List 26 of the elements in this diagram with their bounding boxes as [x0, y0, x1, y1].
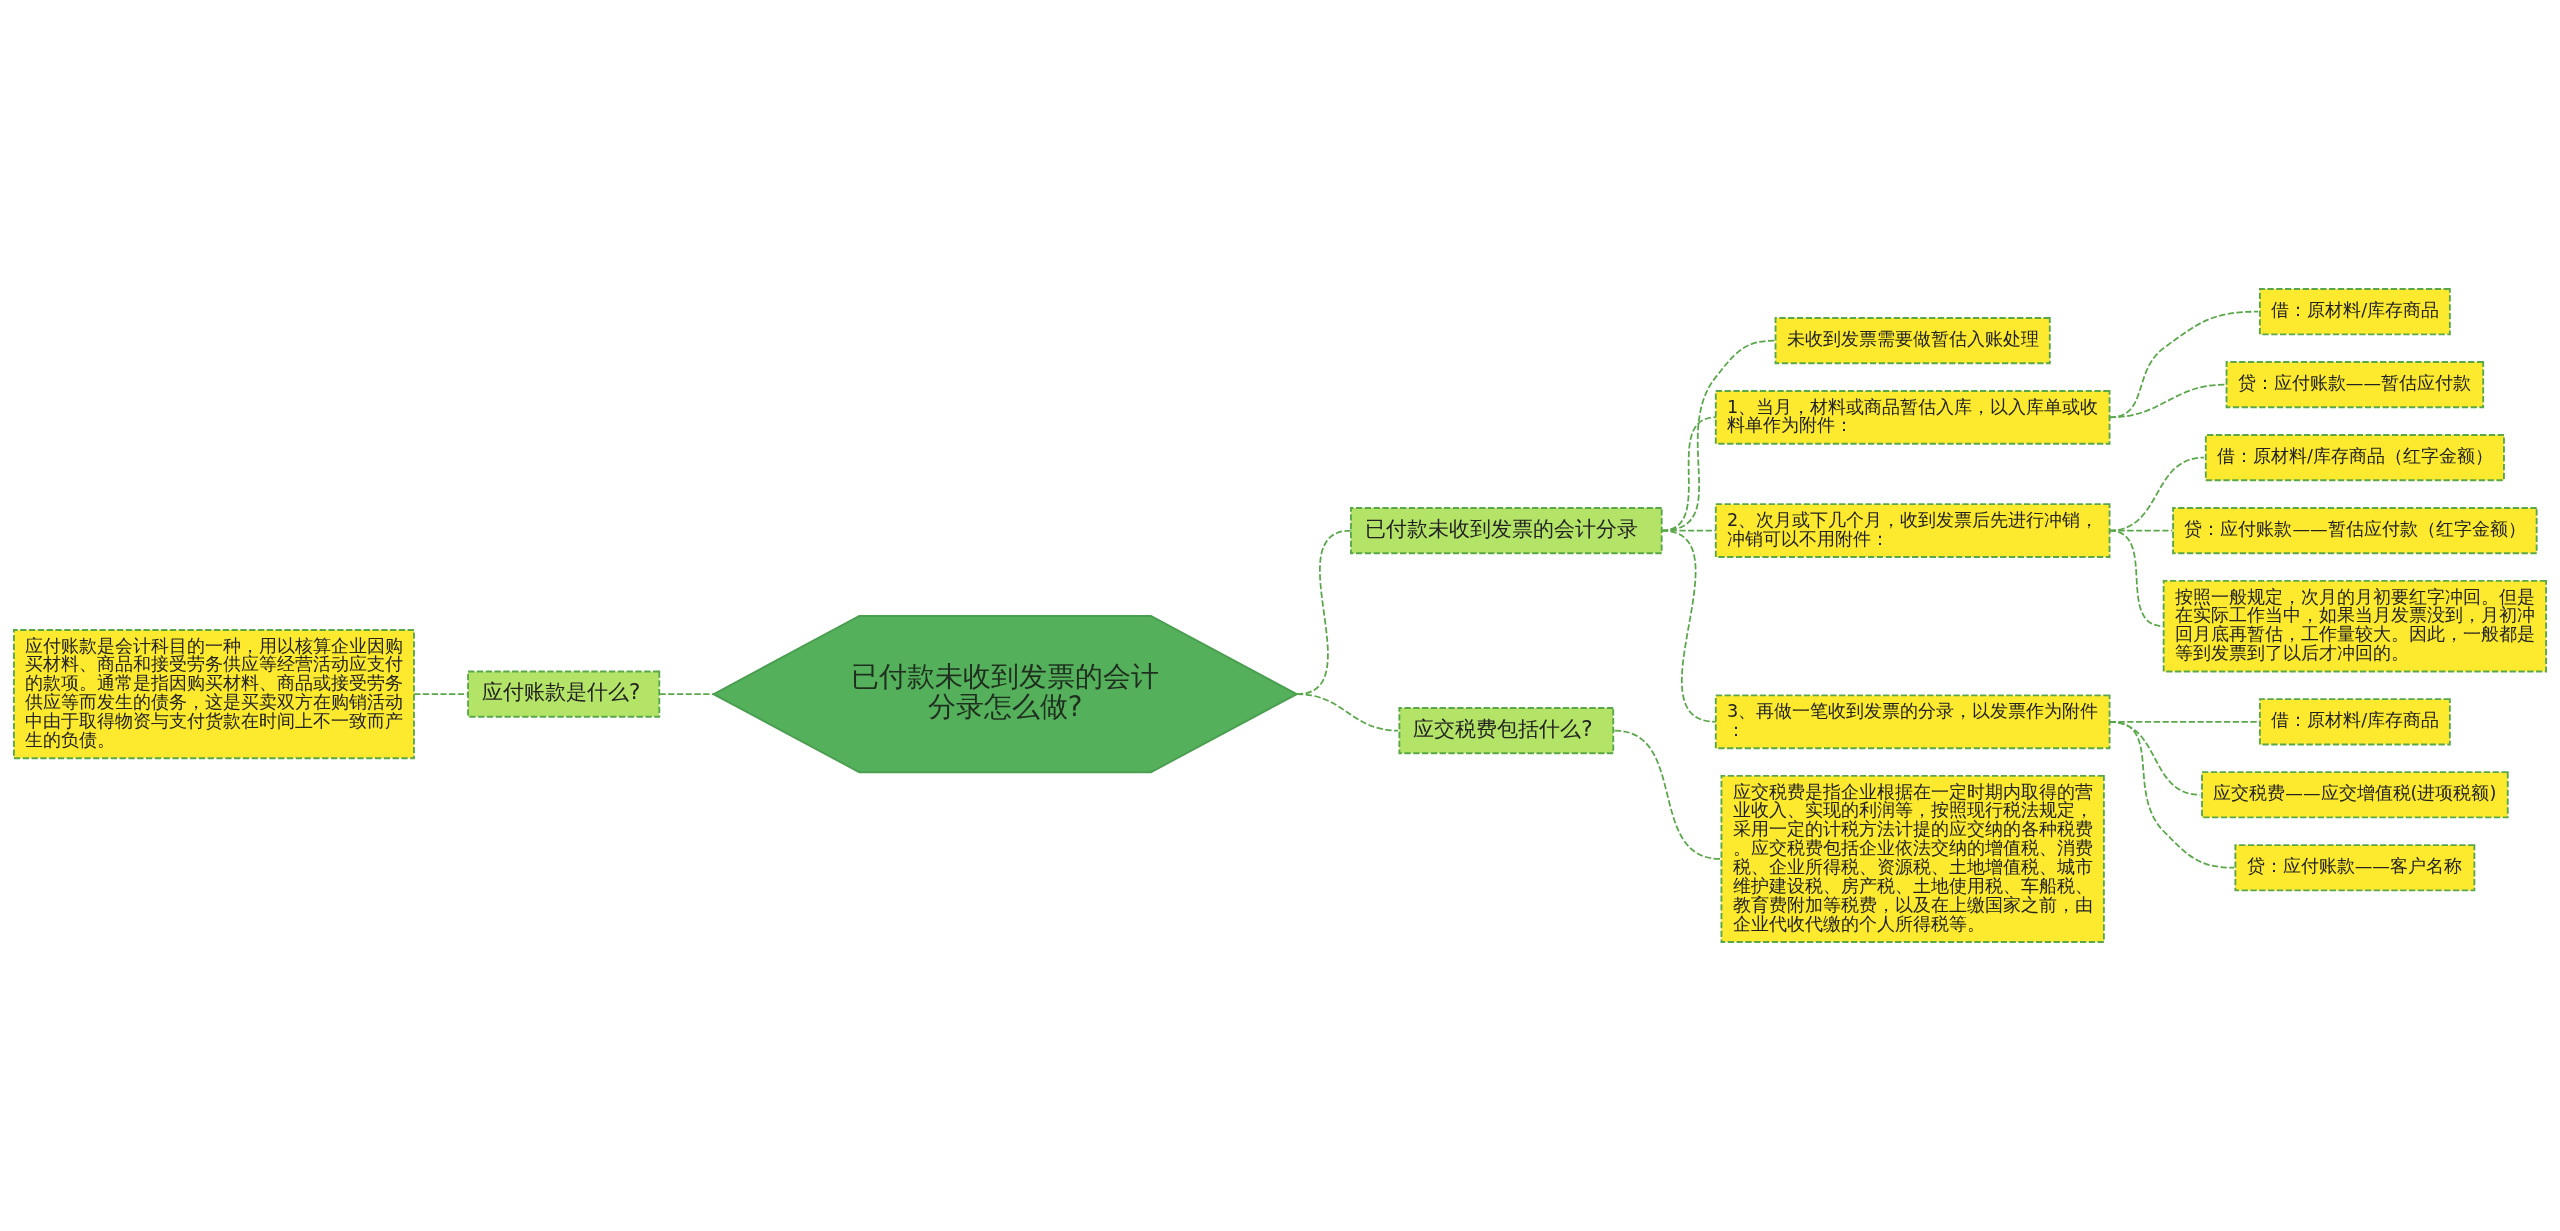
node-box: 未收到发票需要做暂估入账处理 [1774, 317, 2051, 365]
connector [2108, 529, 2165, 628]
connector [658, 693, 715, 695]
connector [1613, 729, 1722, 860]
connector [1660, 529, 1717, 723]
node-box: 3、再做一笔收到发票的分录，以发票作为附件： [1714, 694, 2111, 750]
node-box: 2、次月或下几个月，收到发票后先进行冲销，冲销可以不用附件： [1714, 503, 2111, 558]
node-box: 1、当月，材料或商品暂估入库，以入库单或收料单作为附件： [1714, 390, 2111, 445]
node-box: 借：原材料/库存商品（红字金额） [2204, 434, 2505, 482]
node-box: 应交税费包括什么? [1398, 707, 1615, 755]
node-box: 按照一般规定，次月的月初要红字冲回。但是在实际工作当中，如果当月发票没到，月初冲回月底再暂估，工作量较大。因此，一般都是等到发票到了以后才冲回的。 [2162, 579, 2548, 673]
node-box: 应交税费——应交增值税(进项税额) [2201, 771, 2509, 819]
node-box: 应付账款是会计科目的一种，用以核算企业因购买材料、商品和接受劳务供应等经营活动应支付的款项。通常是指因购买材料、商品或接受劳务供应等而发生的债务，这是买卖双方在购销活动中由于取得物资与支付货款在时间上不一致而产生的负债。 [12, 629, 415, 760]
node-box: 借：原材料/库存商品 [2258, 288, 2451, 336]
node-box: 已付款未收到发票的会计分录 [1350, 507, 1663, 555]
node-box: 贷：应付账款——暂估应付款 [2225, 361, 2485, 409]
node-box: 应交税费是指企业根据在一定时期内取得的营业收入、实现的利润等，按照现行税法规定，采用一定的计税方法计提的应交纳的各种税费。应交税费包括企业依法交纳的增值税、消费税、企业所得税、资源税、土地增值税、城市维护建设税、房产税、土地使用税、车船税、教育费附加等税费，以及在上缴国家之前，由企业代收代缴的个人所得税等。 [1720, 774, 2105, 943]
connector [2108, 720, 2235, 869]
connector [1295, 693, 1399, 732]
node-box: 应付账款是什么? [467, 670, 661, 718]
node-box: 借：原材料/库存商品 [2258, 698, 2451, 746]
node-box: 贷：应付账款——客户名称 [2234, 844, 2476, 892]
connector [2108, 383, 2227, 419]
connector [2108, 310, 2259, 419]
connector [413, 693, 469, 695]
node-box: 贷：应付账款——暂估应付款（红字金额） [2172, 507, 2538, 555]
